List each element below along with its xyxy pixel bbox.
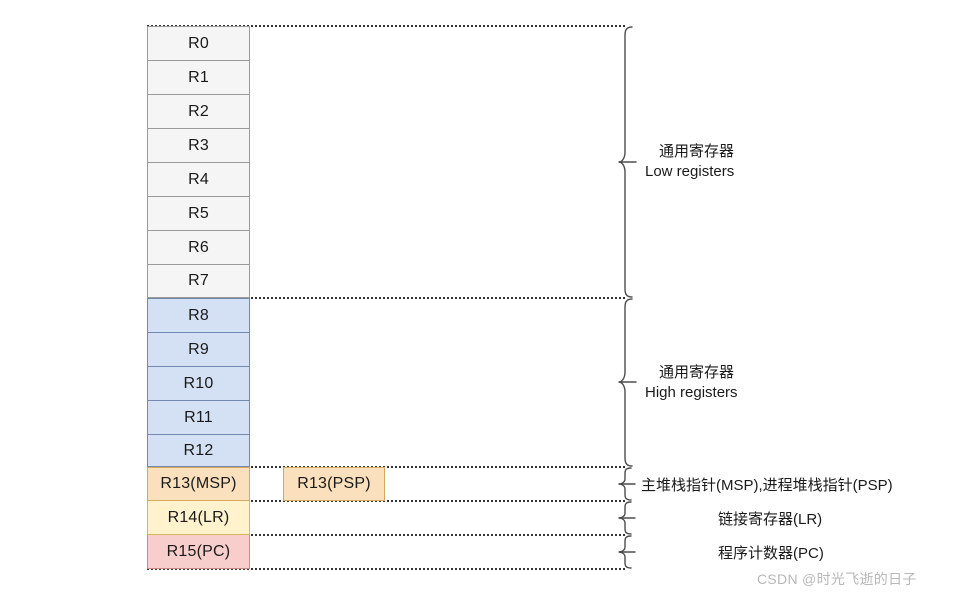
annotation-link-register: 链接寄存器(LR) [718, 511, 823, 528]
register-label: R7 [188, 272, 209, 289]
register-label: R11 [184, 408, 213, 426]
register-label: R8 [188, 306, 209, 324]
register-box-r11[interactable]: R11 [147, 400, 250, 434]
register-label: R0 [188, 34, 209, 52]
annotation-high-registers-cn: 通用寄存器 [659, 364, 735, 381]
watermark: CSDN @时光飞逝的日子 [757, 571, 917, 587]
register-box-r6[interactable]: R6 [147, 230, 250, 264]
dotted-guide-low-high [147, 297, 625, 299]
brace-program-counter-row [618, 535, 636, 569]
register-label: R13(MSP) [160, 475, 237, 492]
register-label: R2 [188, 102, 209, 120]
brace-stack-pointer-row [618, 467, 636, 501]
register-label: R13(PSP) [297, 475, 371, 492]
register-label: R15(PC) [166, 542, 231, 560]
brace-low-registers [618, 26, 637, 298]
register-box-r5[interactable]: R5 [147, 196, 250, 230]
annotation-high-registers-en: High registers [645, 384, 738, 401]
dotted-guide-high-msp [147, 466, 625, 468]
register-box-r15-pc[interactable]: R15(PC) [147, 535, 250, 569]
register-box-r9[interactable]: R9 [147, 332, 250, 366]
annotation-program-counter: 程序计数器(PC) [718, 545, 824, 562]
register-label: R4 [188, 170, 209, 188]
brace-high-registers [618, 298, 637, 467]
register-box-r7[interactable]: R7 [147, 264, 250, 298]
register-label: R6 [188, 238, 209, 256]
dotted-guide-bottom [147, 568, 625, 570]
register-box-r13-msp[interactable]: R13(MSP) [147, 467, 250, 501]
dotted-guide-top [147, 25, 625, 27]
register-box-r13-psp[interactable]: R13(PSP) [283, 467, 385, 501]
register-label: R14(LR) [167, 508, 230, 526]
register-box-r0[interactable]: R0 [147, 26, 250, 60]
annotation-high-registers: 通用寄存器 High registers [645, 363, 738, 403]
annotation-low-registers: 通用寄存器 Low registers [645, 142, 734, 182]
register-label: R1 [188, 68, 209, 86]
brace-link-register-row [618, 501, 636, 535]
register-box-r4[interactable]: R4 [147, 162, 250, 196]
register-box-r14-lr[interactable]: R14(LR) [147, 501, 250, 535]
register-label: R10 [183, 374, 214, 392]
register-box-r1[interactable]: R1 [147, 60, 250, 94]
register-label: R5 [188, 204, 209, 222]
annotation-low-registers-cn: 通用寄存器 [659, 143, 735, 160]
register-box-r3[interactable]: R3 [147, 128, 250, 162]
dotted-guide-lr-pc [147, 534, 625, 536]
register-box-r2[interactable]: R2 [147, 94, 250, 128]
register-label: R9 [188, 340, 209, 358]
register-box-r10[interactable]: R10 [147, 366, 250, 400]
register-label: R12 [183, 441, 214, 459]
annotation-low-registers-en: Low registers [645, 163, 735, 180]
register-label: R3 [188, 136, 209, 154]
register-box-r8[interactable]: R8 [147, 298, 250, 332]
annotation-stack-pointers: 主堆栈指针(MSP),进程堆栈指针(PSP) [641, 477, 893, 494]
register-box-r12[interactable]: R12 [147, 434, 250, 467]
dotted-guide-msp-lr [147, 500, 625, 502]
